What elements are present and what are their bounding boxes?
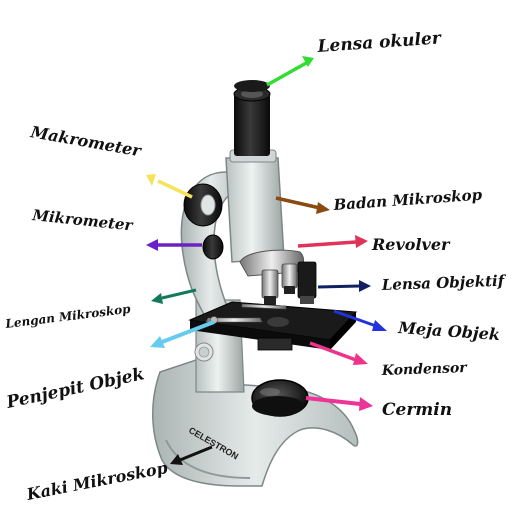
arrow-lensa-objektif — [317, 284, 361, 289]
arrowhead-kondensor — [353, 353, 368, 365]
arrow-lensa-okuler — [266, 60, 309, 87]
arrowhead-cermin — [359, 397, 373, 411]
callout-arrows — [146, 56, 387, 465]
label-kondensor: Kondensor — [381, 360, 469, 379]
label-makrometer: Makrometer — [28, 122, 144, 160]
label-badan-mikroskop: Badan Mikroskop — [332, 186, 483, 214]
arrowhead-penjepit-objek — [150, 336, 165, 348]
microscope-base — [152, 359, 359, 487]
stage-clip — [205, 317, 263, 323]
arrowhead-lengan-mikroskop — [151, 293, 163, 304]
arrow-lengan-mikroskop — [161, 288, 197, 300]
label-lensa-okuler: Lensa okuler — [316, 28, 442, 57]
label-penjepit-objek: Penjepit Objek — [4, 364, 146, 413]
arrow-badan-mikroskop — [275, 196, 321, 210]
arrowhead-makrometer — [146, 174, 156, 186]
microscope-body — [225, 157, 285, 263]
label-revolver: Revolver — [371, 235, 451, 254]
eyepiece — [234, 94, 270, 156]
arrow-meja-objek — [333, 309, 377, 328]
arrowhead-meja-objek — [372, 320, 387, 331]
label-lensa-objektif: Lensa Objektif — [381, 272, 507, 294]
arrowhead-mikrometer — [146, 239, 158, 251]
arrow-kondensor — [309, 341, 357, 362]
arrow-revolver — [297, 240, 357, 248]
microscope-illustration: CELESTRON — [152, 80, 359, 487]
arrow-cermin — [305, 396, 361, 406]
arrowhead-kaki-mikroskop — [170, 454, 183, 465]
mirror — [251, 379, 309, 417]
objective-lenses — [261, 261, 317, 306]
arrowhead-lensa-objektif — [359, 280, 371, 292]
label-cermin: Cermin — [382, 400, 452, 420]
fine-focus-knob — [202, 234, 224, 260]
arrowhead-badan-mikroskop — [316, 202, 330, 214]
arrow-penjepit-objek — [161, 320, 215, 344]
label-kaki-mikroskop: Kaki Mikroskop — [24, 458, 169, 504]
arrowhead-lensa-okuler — [302, 56, 314, 67]
arrow-kaki-mikroskop — [179, 445, 213, 462]
arrow-makrometer — [157, 179, 193, 199]
label-mikrometer: Mikrometer — [31, 206, 135, 235]
label-lengan-mikroskop: Lengan Mikroskop — [4, 302, 132, 331]
condenser — [257, 337, 293, 351]
label-meja-objek: Meja Objek — [397, 318, 501, 344]
arrowhead-revolver — [355, 235, 368, 248]
